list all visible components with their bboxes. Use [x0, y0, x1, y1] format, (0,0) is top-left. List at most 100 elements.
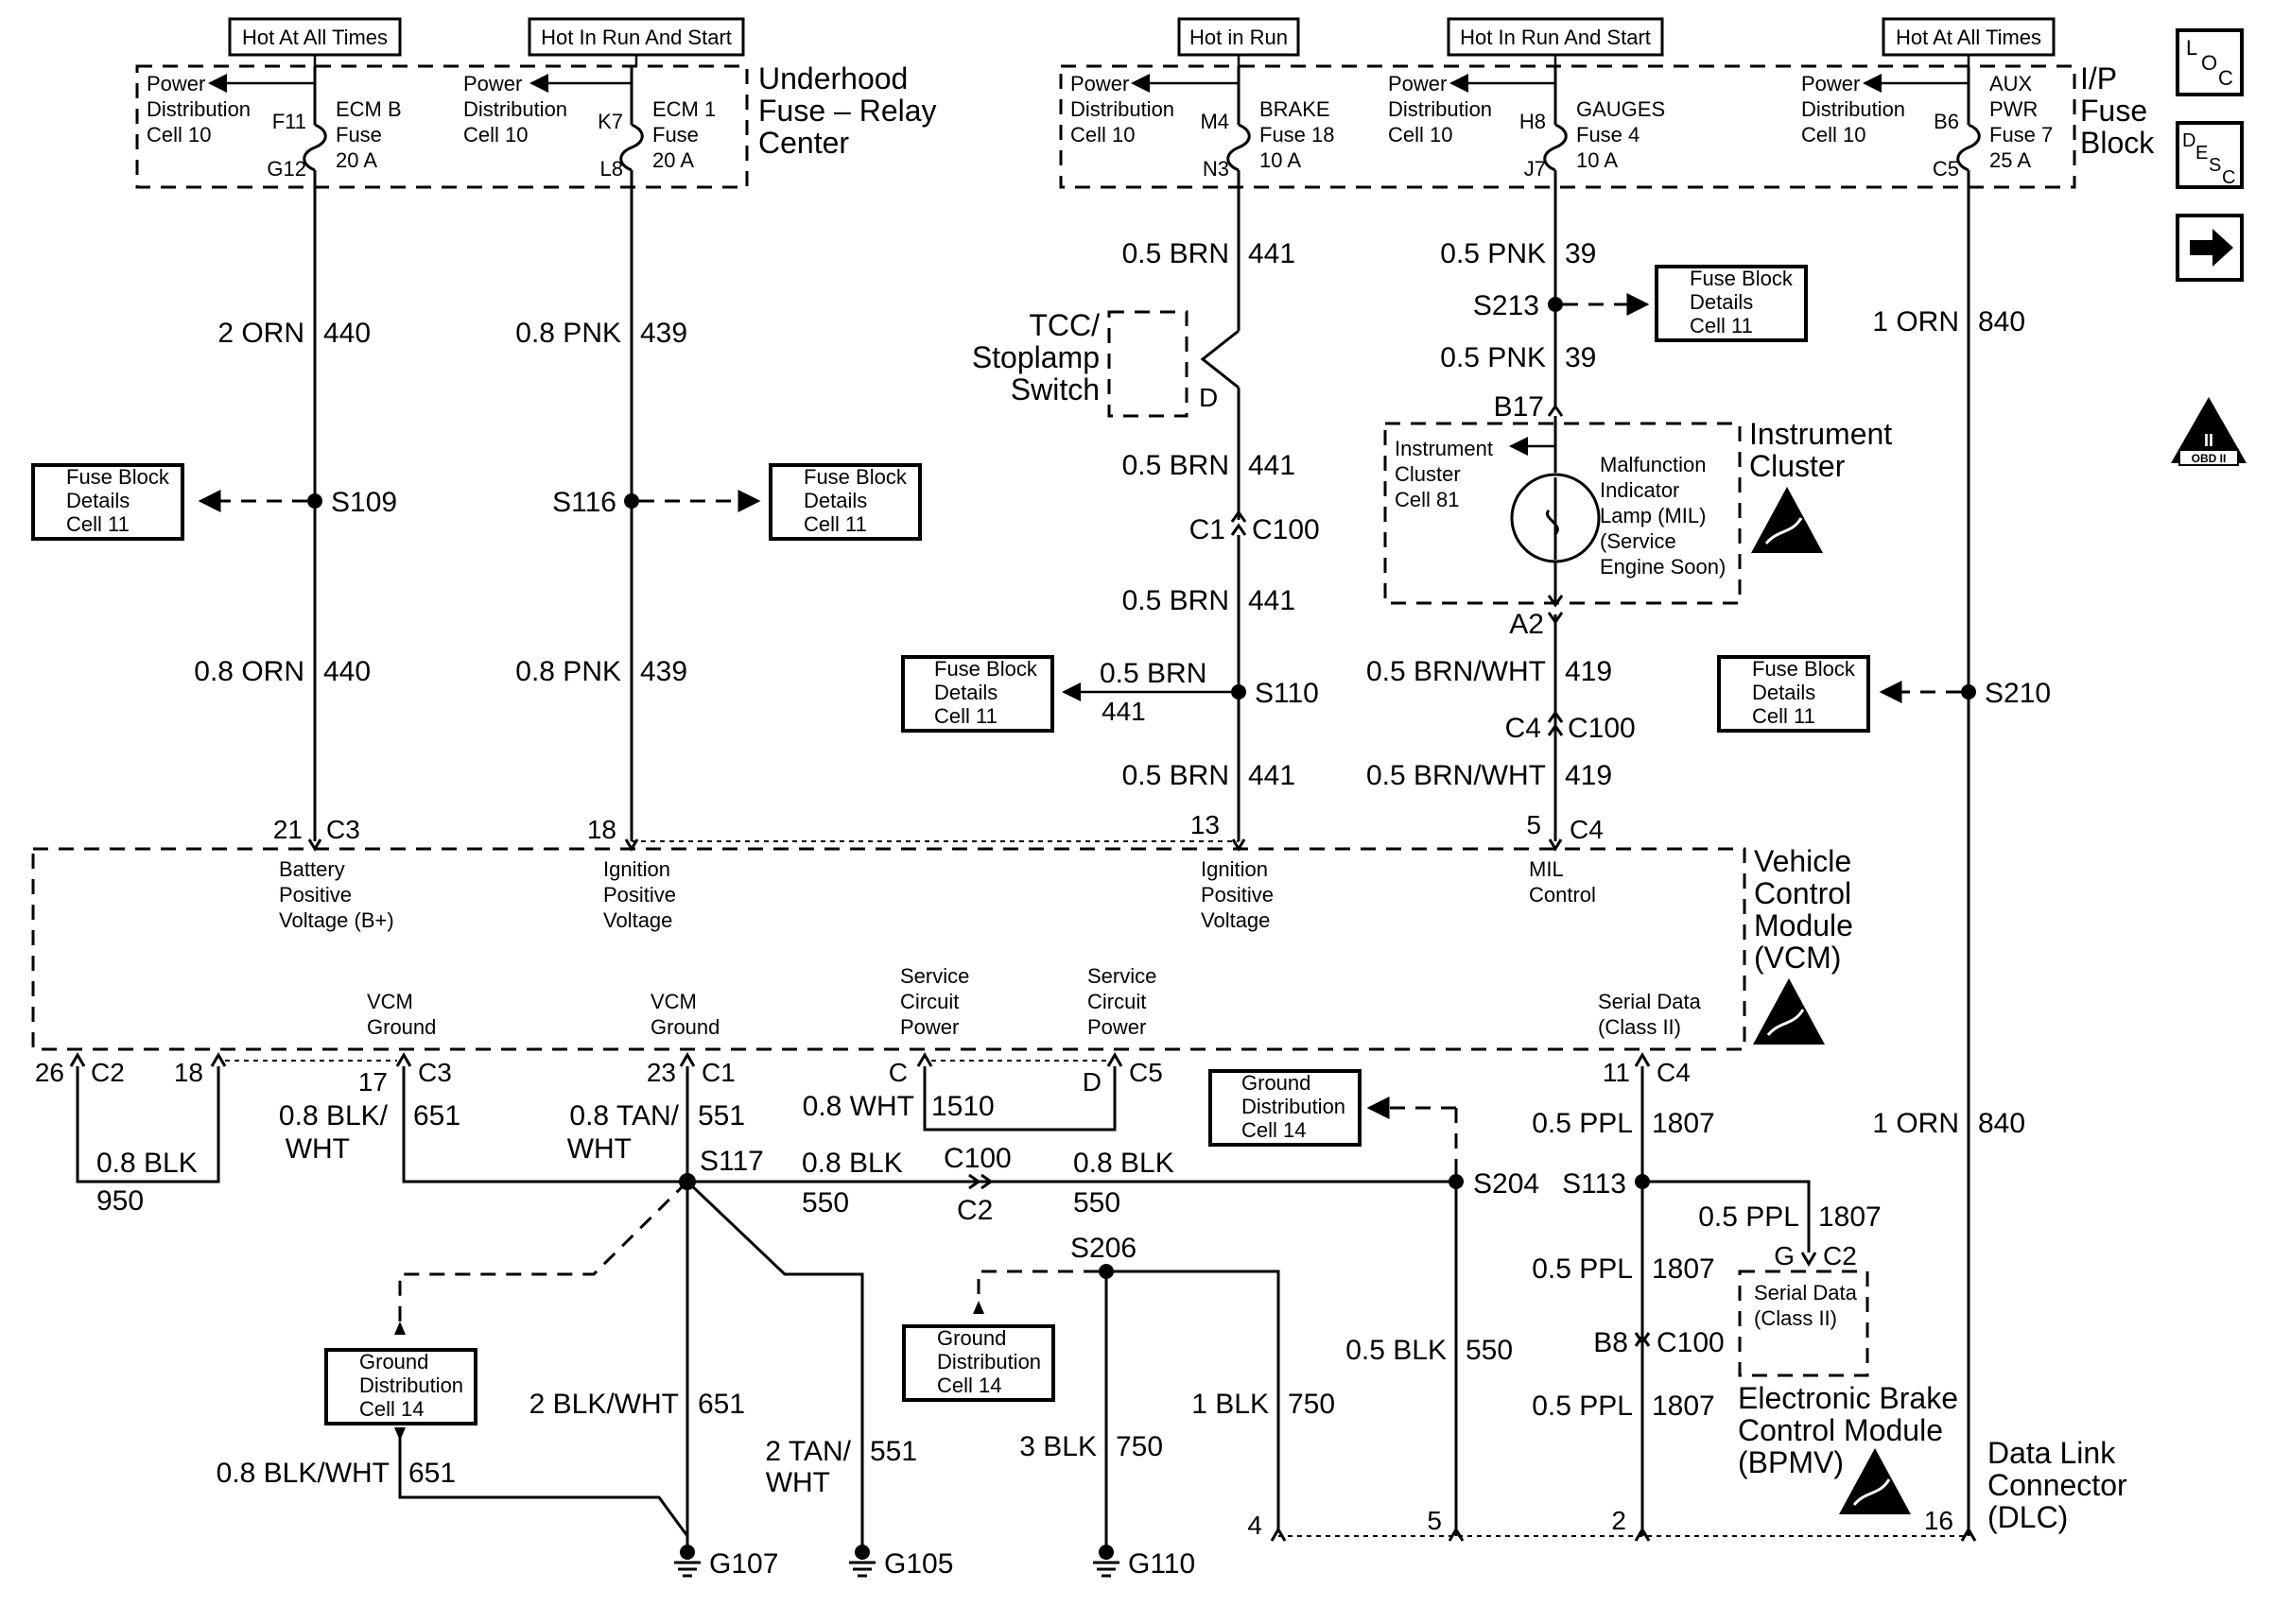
svg-text:950: 950: [96, 1185, 144, 1217]
svg-text:G105: G105: [884, 1548, 953, 1580]
svg-text:651: 651: [408, 1458, 456, 1489]
svg-text:Control: Control: [1754, 876, 1851, 910]
svg-text:Cell 10: Cell 10: [147, 123, 211, 147]
ground-g105: G105: [849, 1545, 953, 1580]
esd-icon-ebcm: [1839, 1448, 1911, 1514]
svg-text:419: 419: [1565, 656, 1612, 687]
circuit-651-vcm: 0.8 BLK/ WHT 651: [279, 1066, 687, 1183]
svg-text:651: 651: [698, 1389, 745, 1420]
svg-text:WHT: WHT: [567, 1133, 632, 1165]
svg-text:II: II: [2204, 431, 2213, 450]
ref-fuse-block-1[interactable]: Fuse Block Details Cell 11: [31, 463, 184, 541]
svg-text:0.8 WHT: 0.8 WHT: [803, 1091, 914, 1122]
svg-text:Cell 11: Cell 11: [66, 512, 130, 536]
svg-text:441: 441: [1248, 585, 1295, 616]
svg-text:VCM: VCM: [367, 990, 413, 1013]
desc-icon[interactable]: D E S C: [2176, 121, 2244, 189]
svg-text:550: 550: [1466, 1335, 1513, 1366]
esd-icon-vcm: [1753, 978, 1825, 1045]
svg-text:ECM B: ECM B: [336, 97, 402, 121]
svg-text:Cell 10: Cell 10: [1801, 123, 1865, 147]
svg-text:25 A: 25 A: [1989, 148, 2031, 172]
svg-text:C3: C3: [326, 815, 360, 844]
circuit-39-419: 0.5 PNK 39 S213 0.5 PNK 39 B17 A2 0.5 BR…: [1366, 187, 1650, 841]
svg-text:Cell 10: Cell 10: [463, 123, 528, 147]
svg-text:Fuse Block: Fuse Block: [804, 465, 908, 489]
svg-text:0.5 BRN: 0.5 BRN: [1122, 450, 1229, 481]
ref-fuse-block-5[interactable]: Fuse Block Details Cell 11: [1717, 655, 1870, 733]
svg-text:Vehicle: Vehicle: [1754, 844, 1851, 878]
ref-fuse-block-4[interactable]: Fuse Block Details Cell 11: [1655, 265, 1808, 342]
svg-text:Details: Details: [66, 489, 130, 512]
svg-text:C2: C2: [1823, 1241, 1857, 1270]
svg-text:G: G: [1774, 1241, 1795, 1270]
svg-text:O: O: [2201, 51, 2217, 75]
svg-text:AUX: AUX: [1989, 72, 2033, 95]
svg-text:(Class II): (Class II): [1598, 1015, 1681, 1039]
svg-text:Cell 14: Cell 14: [937, 1373, 1001, 1397]
svg-text:Stoplamp: Stoplamp: [972, 340, 1100, 374]
svg-text:C100: C100: [1657, 1327, 1725, 1358]
svg-text:Malfunction: Malfunction: [1600, 453, 1707, 476]
ref-ground-dist-3[interactable]: Ground Distribution Cell 14: [902, 1324, 1055, 1402]
svg-text:S113: S113: [1562, 1168, 1626, 1200]
svg-text:Distribution: Distribution: [1241, 1095, 1345, 1118]
svg-text:Positive: Positive: [1201, 883, 1274, 907]
svg-text:Power: Power: [147, 72, 205, 95]
svg-text:551: 551: [870, 1436, 917, 1467]
svg-text:551: 551: [698, 1100, 745, 1132]
svg-text:750: 750: [1116, 1431, 1163, 1462]
svg-text:Service: Service: [1087, 964, 1156, 988]
svg-text:D: D: [1199, 383, 1218, 412]
svg-text:Control Module: Control Module: [1738, 1413, 1943, 1447]
svg-text:Ground: Ground: [1241, 1071, 1310, 1095]
svg-text:18: 18: [174, 1058, 203, 1087]
svg-text:Cell 14: Cell 14: [1241, 1118, 1306, 1142]
svg-text:Cell 11: Cell 11: [1752, 704, 1815, 728]
vcm-box: [31, 847, 1746, 1051]
svg-text:Hot At All Times: Hot At All Times: [1896, 26, 2041, 49]
svg-text:K7: K7: [598, 110, 623, 133]
ref-ground-dist-1[interactable]: Ground Distribution Cell 14: [1208, 1069, 1362, 1147]
svg-text:S116: S116: [552, 487, 616, 518]
circuit-551-vcm: 0.8 TAN/ WHT 551: [567, 1066, 745, 1182]
svg-text:C4: C4: [1657, 1058, 1691, 1087]
splice-s109: [307, 493, 322, 509]
svg-text:Ground: Ground: [651, 1015, 720, 1039]
svg-text:0.8 BLK/WHT: 0.8 BLK/WHT: [217, 1458, 390, 1489]
svg-text:2 BLK/WHT: 2 BLK/WHT: [529, 1389, 679, 1420]
svg-text:21: 21: [273, 815, 303, 844]
svg-text:Indicator: Indicator: [1600, 478, 1679, 502]
svg-text:OBD II: OBD II: [2192, 452, 2227, 465]
svg-text:11: 11: [1603, 1058, 1630, 1087]
next-arrow-icon[interactable]: [2176, 214, 2244, 282]
svg-text:Fuse: Fuse: [2080, 94, 2147, 128]
circuit-1807: 0.5 PPL 1807 S113 0.5 PPL 1807 G C2 0.5 …: [1532, 1066, 1882, 1536]
fuse-ecm-1: Power Distribution Cell 10 K7 L8 ECM 1 F…: [463, 66, 716, 187]
svg-text:C2: C2: [957, 1195, 993, 1226]
svg-text:441: 441: [1248, 760, 1295, 791]
svg-text:Instrument: Instrument: [1395, 437, 1493, 460]
svg-text:G12: G12: [267, 157, 306, 181]
circuit-1510: 0.8 WHT 1510: [803, 1066, 1117, 1132]
ebcm: Serial Data (Class II) Electronic Brake …: [1738, 1270, 1958, 1479]
svg-text:0.5 BRN/WHT: 0.5 BRN/WHT: [1366, 760, 1546, 791]
svg-text:550: 550: [1073, 1187, 1120, 1218]
svg-text:0.8 TAN/: 0.8 TAN/: [569, 1100, 679, 1132]
ref-ground-dist-2[interactable]: Ground Distribution Cell 14: [324, 1348, 477, 1425]
fuse-aux-pwr: Power Distribution Cell 10 B6 C5 AUX PWR…: [1801, 66, 2053, 187]
svg-text:I/P: I/P: [2080, 61, 2117, 95]
ref-fuse-block-3[interactable]: Fuse Block Details Cell 11: [901, 655, 1054, 733]
svg-text:C: C: [2222, 167, 2235, 188]
tcc-stoplamp-switch: TCC/ Stoplamp Switch D: [972, 308, 1218, 418]
vcm-top-pins: 21 C3 18 13 5 C4: [273, 810, 1604, 852]
svg-text:Hot In Run And Start: Hot In Run And Start: [541, 26, 732, 49]
svg-text:Distribution: Distribution: [147, 97, 251, 121]
svg-text:Service: Service: [900, 964, 969, 988]
svg-text:Voltage: Voltage: [603, 908, 672, 932]
loc-icon[interactable]: L O C: [2176, 28, 2244, 96]
svg-text:(VCM): (VCM): [1754, 941, 1841, 975]
ref-fuse-block-2[interactable]: Fuse Block Details Cell 11: [769, 463, 922, 541]
svg-text:Details: Details: [1690, 290, 1753, 314]
svg-text:Power: Power: [1388, 72, 1447, 95]
